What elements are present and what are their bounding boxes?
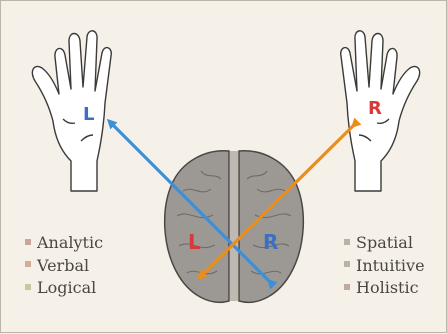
left-trait-item: Logical [25,277,103,300]
bullet-icon [25,261,31,267]
bullet-icon [344,239,350,245]
right-trait-item: Holistic [344,277,425,300]
brain-right-hemisphere [239,151,303,302]
brain-left-label: L [188,230,201,254]
bullet-icon [344,284,350,290]
left-trait-text: Logical [37,278,96,297]
bullet-icon [25,239,31,245]
right-trait-list: Spatial Intuitive Holistic [344,232,425,300]
right-trait-text: Intuitive [356,256,425,275]
bullet-icon [25,284,31,290]
bullet-icon [344,261,350,267]
right-trait-text: Spatial [356,233,413,252]
left-trait-text: Analytic [37,233,103,252]
left-trait-list: Analytic Verbal Logical [25,232,103,300]
left-trait-item: Analytic [25,232,103,255]
left-trait-item: Verbal [25,255,103,278]
right-hand-label: R [368,98,382,119]
left-trait-text: Verbal [37,256,89,275]
brain-right-label: R [263,230,278,254]
brain-icon [165,151,304,302]
left-hand-label: L [83,104,94,125]
right-trait-item: Intuitive [344,255,425,278]
right-trait-text: Holistic [356,278,419,297]
brain-left-hemisphere [165,151,229,302]
right-trait-item: Spatial [344,232,425,255]
brain-fissure [230,151,238,301]
left-hand-icon [32,31,111,191]
